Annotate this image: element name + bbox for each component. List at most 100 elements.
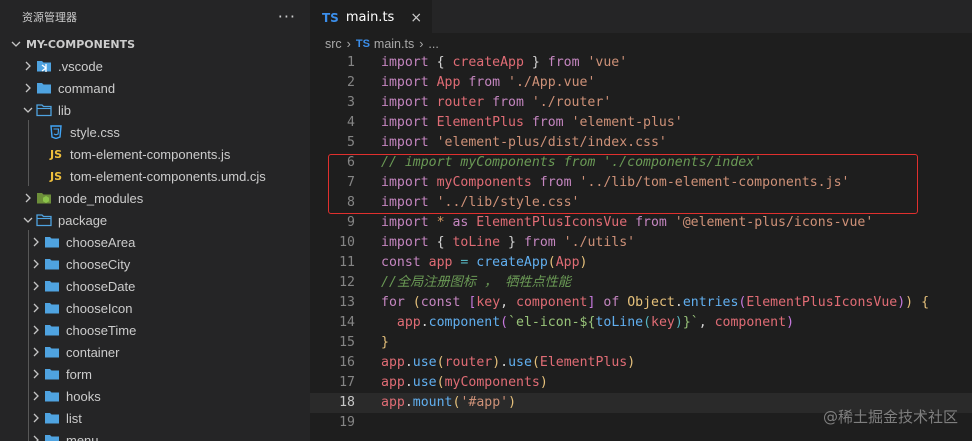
indent-guide [28, 230, 29, 441]
code-token: app [381, 395, 405, 410]
code-token: 'vue' [587, 55, 628, 70]
code-editor[interactable]: 1 import { createApp } from 'vue' 2 import … [310, 53, 972, 433]
code-text: app.mount('#app') [381, 393, 516, 413]
breadcrumb-symbols[interactable]: ... [428, 37, 439, 51]
line-number: 2 [347, 75, 355, 90]
code-line[interactable]: 15} [310, 333, 972, 353]
tab-bar: TS main.ts × [310, 0, 972, 34]
code-line[interactable]: 1 import { createApp } from 'vue' [310, 53, 972, 73]
code-text: import { createApp } from 'vue' [381, 53, 627, 73]
code-token: from [635, 215, 675, 230]
code-token: app [381, 375, 405, 390]
workspace-section-header[interactable]: MY-COMPONENTS [0, 33, 310, 55]
more-actions-icon[interactable]: ··· [277, 7, 296, 26]
tree-item-container[interactable]: container [0, 341, 310, 363]
code-token [381, 315, 397, 330]
typescript-icon: TS [355, 38, 370, 50]
chevron-right-icon [28, 325, 44, 335]
code-token: use [412, 355, 437, 370]
line-number: 1 [347, 55, 355, 70]
tree-item-choosearea[interactable]: chooseArea [0, 231, 310, 253]
code-token: ) [508, 395, 517, 410]
code-token: './utils' [563, 235, 636, 250]
tree-item-lib[interactable]: lib [0, 99, 310, 121]
tree-item-choosetime[interactable]: chooseTime [0, 319, 310, 341]
tree-item-form[interactable]: form [0, 363, 310, 385]
vscode-folder-icon [36, 58, 52, 74]
tree-item-node-modules[interactable]: node_modules [0, 187, 310, 209]
code-token: }` [682, 315, 699, 330]
tree-item-hooks[interactable]: hooks [0, 385, 310, 407]
code-token: createApp [452, 55, 524, 70]
code-token: import [381, 75, 437, 90]
tree-item-command[interactable]: command [0, 77, 310, 99]
code-token: ElementPlus [539, 355, 628, 370]
code-line[interactable]: 12//全局注册图标 ， 牺牲点性能 [310, 273, 972, 293]
breadcrumb-file[interactable]: main.ts [373, 37, 415, 51]
tree-item-package[interactable]: package [0, 209, 310, 231]
tree-item-label: form [66, 366, 92, 382]
folder-icon [44, 278, 60, 294]
code-token: import [381, 195, 437, 210]
code-line[interactable]: 6// import myComponents from './componen… [310, 153, 972, 173]
code-token: ) [579, 255, 588, 270]
folder-open-icon [36, 102, 52, 118]
code-token: . [420, 315, 429, 330]
tree-item-label: node_modules [58, 190, 144, 206]
code-token: use [412, 375, 437, 390]
code-token: App [436, 75, 469, 90]
code-token: of [595, 295, 628, 310]
code-text: import 'element-plus/dist/index.css' [381, 133, 667, 153]
tree-item-label: package [58, 212, 108, 228]
line-number: 16 [339, 355, 355, 370]
code-token: 'element-plus/dist/index.css' [436, 135, 667, 150]
tree-item-list[interactable]: list [0, 407, 310, 429]
code-token: { [436, 55, 453, 70]
line-number: 10 [339, 235, 355, 250]
line-number: 19 [339, 415, 355, 430]
code-line[interactable]: 14 app.component(`el-icon-${toLine(key)}… [310, 313, 972, 333]
code-text: } [381, 333, 389, 353]
code-text: const app = createApp(App) [381, 253, 588, 273]
code-token: from [523, 235, 564, 250]
code-token: from [531, 115, 572, 130]
tree-item-choosedate[interactable]: chooseDate [0, 275, 310, 297]
tree-item-choosecity[interactable]: chooseCity [0, 253, 310, 275]
code-token: // import myComponents from './component… [381, 155, 763, 170]
code-token: import [381, 215, 437, 230]
chevron-right-icon [28, 237, 44, 247]
tree-item-style-css[interactable]: style.css [0, 121, 310, 143]
tree-item-menu[interactable]: menu [0, 429, 310, 441]
code-token: import [381, 115, 437, 130]
code-token: key [651, 315, 675, 330]
code-token: } [500, 235, 524, 250]
breadcrumb-folder[interactable]: src [325, 37, 342, 51]
chevron-right-icon [28, 391, 44, 401]
tree-item-vscode[interactable]: .vscode [0, 55, 310, 77]
tab-main-ts[interactable]: TS main.ts × [310, 0, 433, 34]
tree-item-chooseicon[interactable]: chooseIcon [0, 297, 310, 319]
chevron-down-icon [8, 39, 24, 49]
code-token: app [381, 355, 405, 370]
code-token: } [381, 335, 389, 350]
code-line[interactable]: 19 [310, 413, 972, 433]
close-tab-icon[interactable]: × [410, 9, 423, 26]
code-token: ) [905, 295, 914, 310]
tree-item-label: .vscode [58, 58, 103, 74]
